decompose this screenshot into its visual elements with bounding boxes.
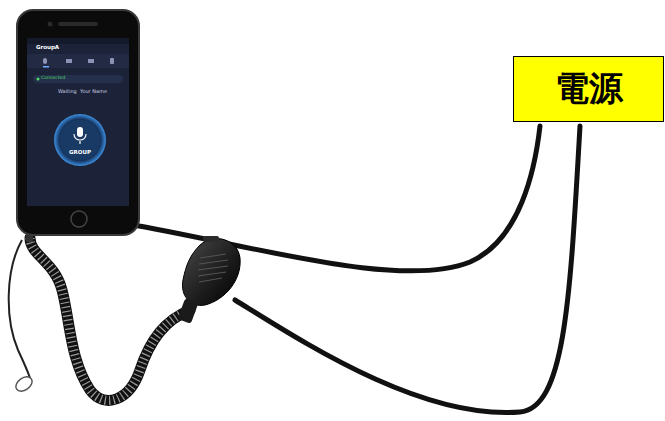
lanyard-loop	[13, 374, 35, 394]
coiled-cord	[30, 238, 190, 400]
power-cable	[128, 126, 540, 271]
screen-text: Your Name	[80, 89, 107, 94]
node-label: 電源	[555, 66, 623, 112]
screen-text: Connected	[41, 76, 65, 81]
screen-text: GROUP	[69, 150, 91, 156]
lanyard	[9, 240, 30, 378]
coil-ribs	[30, 238, 190, 400]
screen-text: Waiting	[58, 89, 77, 94]
smartphone	[17, 10, 139, 235]
power-cable	[235, 126, 580, 413]
speaker-mic	[178, 236, 241, 324]
power-box: 電源	[513, 56, 664, 122]
screen-text: GroupA	[36, 45, 59, 51]
